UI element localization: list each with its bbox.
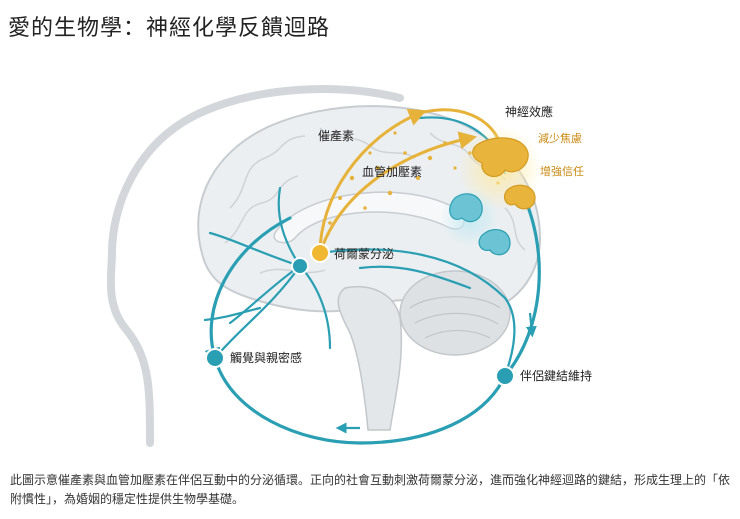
hormone-secretion-node bbox=[310, 243, 330, 263]
synapse-cluster bbox=[440, 126, 542, 256]
label-touch-intimacy: 觸覺與親密感 bbox=[230, 350, 302, 365]
head-silhouette bbox=[106, 85, 404, 447]
label-increase-trust: 增強信任 bbox=[540, 164, 584, 178]
label-vasopressin: 血管加壓素 bbox=[362, 164, 422, 179]
pair-bond-node bbox=[495, 366, 515, 386]
touch-node bbox=[205, 348, 225, 368]
cerebellum bbox=[399, 270, 511, 356]
brainstem bbox=[337, 286, 403, 431]
hypothalamus-node bbox=[291, 257, 309, 275]
label-oxytocin: 催產素 bbox=[318, 128, 354, 143]
feedback-loop bbox=[204, 186, 541, 445]
page-title: 愛的生物學：神經化學反饋迴路 bbox=[8, 16, 331, 41]
label-hormone-secretion: 荷爾蒙分泌 bbox=[334, 247, 394, 261]
neurochemical-feedback-diagram: 催產素 血管加壓素 荷爾蒙分泌 觸覺與親密感 伴侶鍵結維持 神經效應 減少焦慮 … bbox=[106, 85, 592, 447]
label-reduce-anxiety: 減少焦慮 bbox=[538, 131, 582, 145]
label-neural-effect: 神經效應 bbox=[505, 104, 553, 119]
loop-arrows bbox=[335, 312, 537, 434]
figure-caption: 此圖示意催產素與血管加壓素在伴侶互動中的分泌循環。正向的社會互動刺激荷爾蒙分泌，… bbox=[10, 473, 731, 506]
label-pair-bond: 伴侶鍵結維持 bbox=[520, 368, 592, 383]
